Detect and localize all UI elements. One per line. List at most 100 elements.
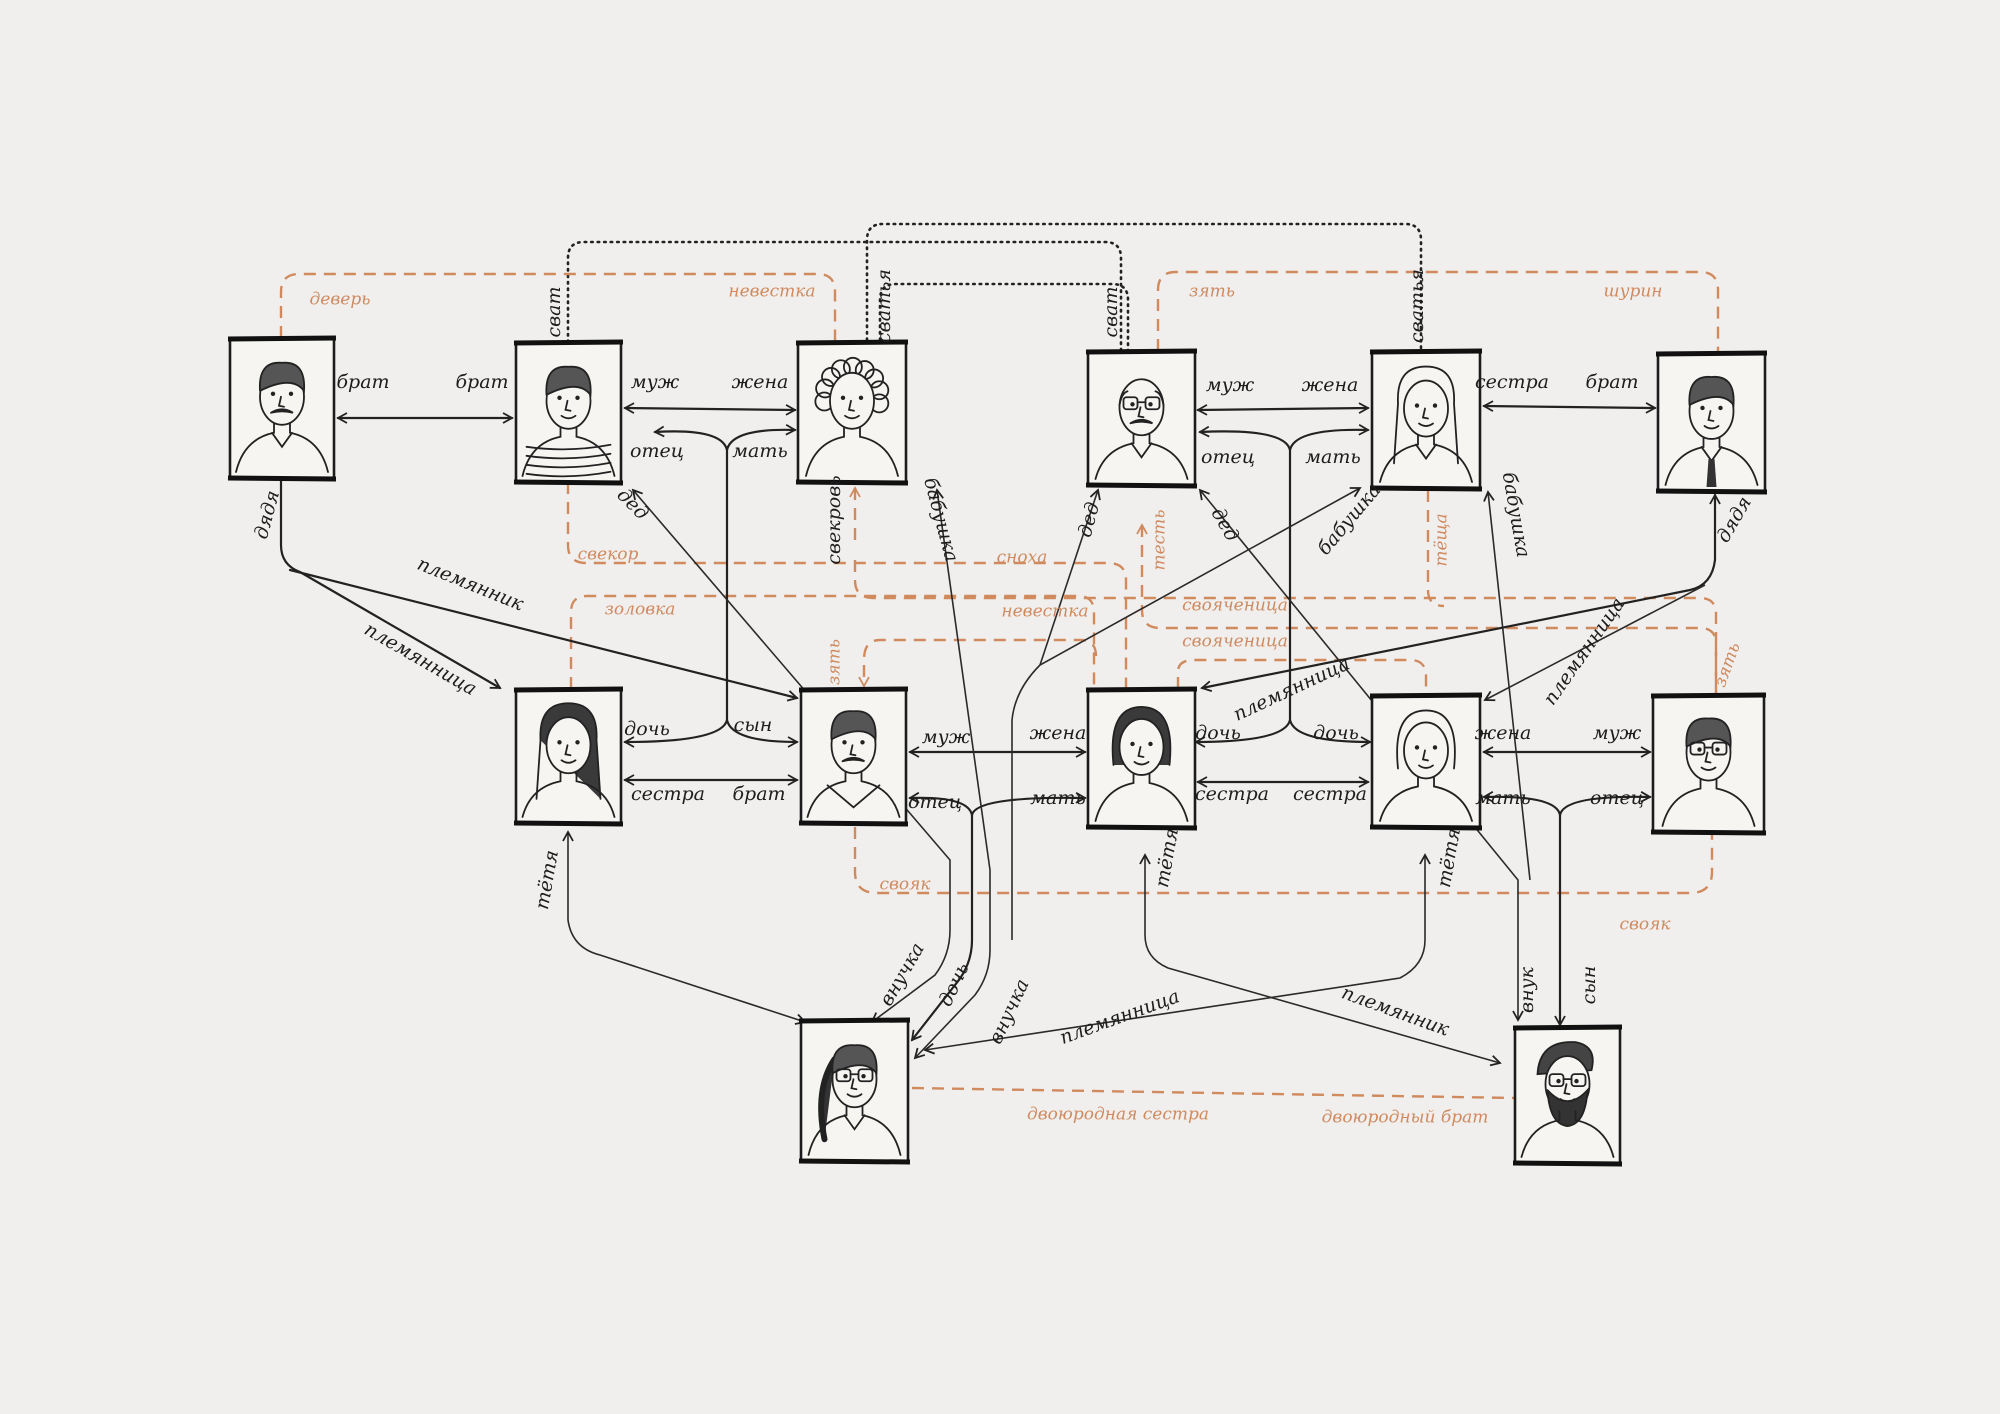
svoyak-link <box>853 827 1714 895</box>
in-law-label: двоюродный брат <box>1322 1108 1489 1128</box>
relation-label: жена <box>1030 722 1087 744</box>
relation-label: отец <box>908 791 962 813</box>
in-law-label: тесть <box>1150 509 1170 570</box>
relation-label: отец <box>1201 446 1255 468</box>
relation-label: сын <box>734 714 773 736</box>
in-law-label: свояк <box>879 875 931 895</box>
relation-label: свекровь <box>823 475 845 564</box>
svatya-link-inner <box>878 282 1130 353</box>
zyat-link <box>858 638 1098 688</box>
relation-label: муж <box>1593 722 1642 744</box>
in-law-label: зять <box>1189 282 1235 302</box>
portrait-father[interactable] <box>798 686 909 827</box>
relation-label: племянница <box>1057 985 1183 1049</box>
siblings-arrow-shurin <box>1482 400 1657 414</box>
portrait-great-uncle-shurin[interactable] <box>1655 350 1768 495</box>
in-law-label: свекор <box>578 545 639 565</box>
relation-label: муж <box>1206 374 1255 396</box>
aunt3-niece-line <box>923 853 1431 1055</box>
relation-label: внук <box>1516 966 1538 1013</box>
relation-label: мать <box>732 440 787 462</box>
face-sketch-icon <box>521 702 616 818</box>
face-sketch-icon <box>806 710 901 818</box>
relation-label: отец <box>1590 787 1644 809</box>
relation-label: дед <box>612 484 653 525</box>
relation-label: тётя <box>531 848 563 911</box>
zyat-test-link <box>1156 270 1720 353</box>
relation-label: бабушка <box>1498 470 1535 559</box>
relation-label: мать <box>1305 446 1360 468</box>
in-law-label: золовка <box>605 600 676 620</box>
relation-label: племянница <box>1230 653 1353 726</box>
relation-label: внучка <box>985 976 1034 1048</box>
face-sketch-icon <box>1379 709 1473 822</box>
portrait-grandmother-paternal[interactable] <box>795 339 909 486</box>
blood-links <box>279 400 1721 1067</box>
grandpa2-girl-arrow <box>1039 488 1101 666</box>
in-law-label: свояченица <box>1182 632 1288 652</box>
face-sketch-icon <box>805 356 899 477</box>
in-law-label: невестка <box>728 282 815 302</box>
relation-label: муж <box>922 726 971 748</box>
portrait-aunt-maternal[interactable] <box>1369 692 1483 831</box>
relation-label: тётя <box>1151 826 1183 889</box>
face-sketch-icon <box>1661 717 1756 827</box>
face-sketch-icon <box>521 365 616 478</box>
portrait-grandmother-maternal[interactable] <box>1369 348 1483 492</box>
portrait-girl[interactable] <box>798 1017 911 1165</box>
in-law-label: тёща <box>1432 513 1452 566</box>
svat-link <box>566 240 1123 353</box>
in-law-label: деверь <box>310 290 371 310</box>
relation-label: брат <box>455 371 508 393</box>
in-law-label: двоюродная сестра <box>1027 1105 1209 1125</box>
relation-label: сестра <box>1195 783 1269 805</box>
in-law-label: сноха <box>997 548 1048 568</box>
relation-label: жена <box>1302 374 1359 396</box>
relation-label: племянник <box>1339 981 1453 1040</box>
relation-label: сестра <box>1475 371 1549 393</box>
portrait-mother[interactable] <box>1085 686 1198 831</box>
relation-labels: брат брат муж жена отец мать сват сватья муж жена… <box>250 269 1756 1127</box>
portrait-uncle[interactable] <box>227 335 337 482</box>
parents-fork-girl <box>908 791 1087 817</box>
relation-label: дед <box>1207 504 1244 546</box>
portrait-aunt[interactable] <box>513 686 624 827</box>
grandma2-girl-arrow <box>1011 487 1362 940</box>
relation-label: жена <box>1475 722 1532 744</box>
cousin-link <box>911 1086 1516 1100</box>
dotted-links <box>566 222 1423 353</box>
relation-label: сват <box>543 286 565 337</box>
relation-label: брат <box>732 783 785 805</box>
relation-label: сын <box>1578 966 1600 1005</box>
relation-label: муж <box>631 371 680 393</box>
relation-label: брат <box>1585 371 1638 393</box>
portrait-grandfather-maternal[interactable] <box>1085 348 1198 489</box>
relation-label: сватья <box>1406 269 1428 343</box>
relation-label: дед <box>1074 500 1104 540</box>
aunt1-niece-line <box>562 830 807 1025</box>
relation-label: сватья <box>873 269 895 343</box>
in-law-label: зять <box>825 639 845 685</box>
face-sketch-icon <box>807 1044 902 1156</box>
in-law-label: свояк <box>1619 915 1671 935</box>
face-sketch-icon <box>1094 378 1189 480</box>
relation-label: дочь <box>624 718 670 740</box>
portrait-grandfather-paternal[interactable] <box>513 339 624 486</box>
relation-label: дочь <box>1313 722 1359 744</box>
portrait-uncle-in-law[interactable] <box>1650 692 1767 836</box>
in-law-label: шурин <box>1604 282 1663 302</box>
face-sketch-icon <box>235 361 329 473</box>
portrait-frame <box>1370 693 1482 829</box>
uncle2-lines <box>1200 493 1721 692</box>
relation-label: сестра <box>1293 783 1367 805</box>
portraits <box>227 335 1768 1167</box>
face-sketch-icon <box>1664 376 1759 487</box>
spouse-arrow-grandparents-2 <box>1196 402 1370 416</box>
face-sketch-icon <box>1094 706 1189 822</box>
uncle1-nephew-line <box>288 568 799 702</box>
portrait-cousin[interactable] <box>1512 1024 1623 1167</box>
relation-label: сестра <box>631 783 705 805</box>
relation-label: дядя <box>250 488 284 541</box>
in-law-label: невестка <box>1001 602 1088 622</box>
